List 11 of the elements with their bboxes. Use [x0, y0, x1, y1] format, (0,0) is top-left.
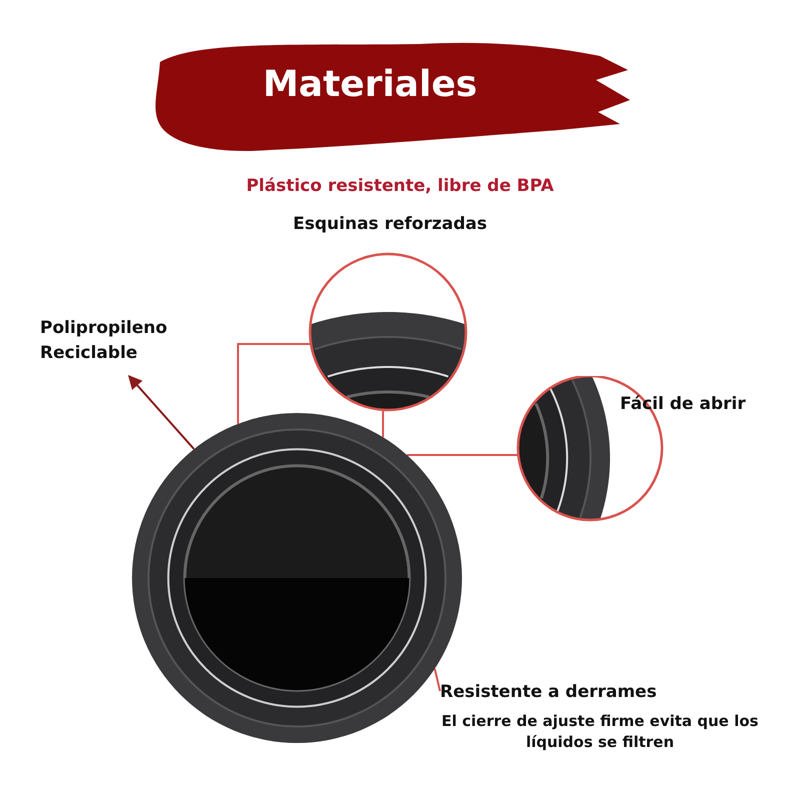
leader-line — [237, 343, 311, 424]
leader-line — [434, 668, 441, 692]
description-text: El cierre de ajuste firme evita que los líquidos se filtren — [440, 710, 760, 754]
leader-line — [382, 410, 384, 438]
subtitle: Plástico resistente, libre de BPA — [245, 175, 555, 198]
callout-heading: Polipropileno Reciclable — [40, 317, 168, 365]
arrow — [128, 374, 195, 450]
callout-heading: Esquinas reforzadas — [292, 213, 488, 236]
callout-heading: Resistente a derrames — [440, 681, 658, 704]
title: Materiales — [262, 64, 478, 105]
leader-line — [406, 454, 518, 456]
